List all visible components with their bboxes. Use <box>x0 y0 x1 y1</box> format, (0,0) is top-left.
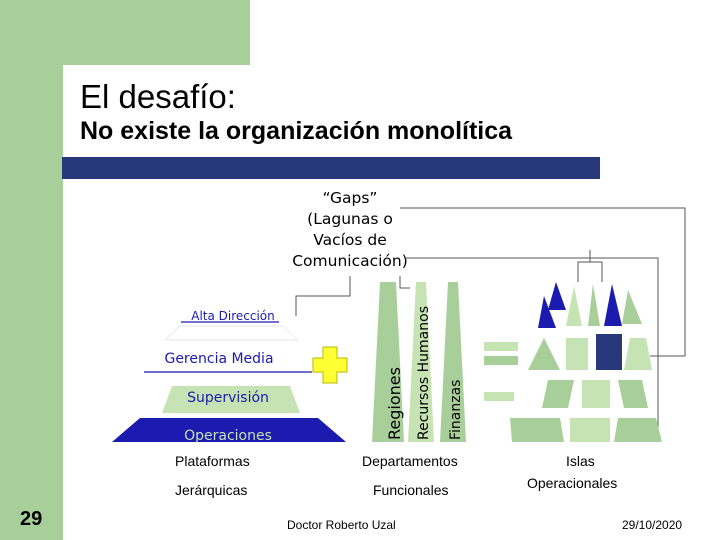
island-blue-triangle <box>548 282 566 310</box>
departments-caption-line1: Departamentos <box>362 453 458 469</box>
island-green-block <box>570 418 610 442</box>
island-green-triangle <box>566 286 582 326</box>
island-green-block <box>542 380 574 408</box>
island-blue-triangle <box>604 284 622 326</box>
department-label-finanzas: Finanzas <box>448 380 464 440</box>
islands-caption-line2: Operacionales <box>527 475 617 491</box>
slide-number: 29 <box>20 508 42 531</box>
gap-connector-line <box>400 208 685 356</box>
island-green-block <box>624 338 652 370</box>
cross-icon <box>313 347 347 383</box>
department-label-rrhh: Recursos Humanos <box>416 306 432 440</box>
island-green-bar <box>484 342 518 351</box>
island-green-triangle <box>528 338 560 370</box>
island-green-triangle <box>622 290 642 324</box>
gap-connector-line <box>400 276 410 288</box>
departments-caption-line2: Funcionales <box>373 482 449 498</box>
footer-date: 29/10/2020 <box>622 518 682 532</box>
pyramid-caption-line2: Jerárquicas <box>175 482 247 498</box>
island-green-block <box>566 338 588 370</box>
department-label-regiones: Regiones <box>385 367 404 440</box>
island-green-bar <box>484 356 518 365</box>
pyramid-label-top: Alta Dirección <box>191 309 275 323</box>
island-green-bar <box>484 392 514 401</box>
island-green-block <box>618 380 648 408</box>
island-green-triangle <box>588 284 600 326</box>
island-green-block <box>582 380 610 408</box>
pyramid-label-base: Operaciones <box>184 428 272 444</box>
island-green-block <box>614 418 662 442</box>
pyramid-caption-line1: Plataformas <box>175 453 250 469</box>
island-green-block <box>510 418 564 442</box>
pyramid-label-supervision: Supervisión <box>187 390 269 406</box>
island-navy-block <box>596 334 622 370</box>
gap-connector-line <box>578 262 602 282</box>
gap-connector-line <box>296 276 350 316</box>
footer-author: Doctor Roberto Uzal <box>287 518 396 532</box>
pyramid-label-middle: Gerencia Media <box>164 351 273 367</box>
islands-caption-line1: Islas <box>566 453 595 469</box>
pyramid-divider <box>165 326 298 340</box>
